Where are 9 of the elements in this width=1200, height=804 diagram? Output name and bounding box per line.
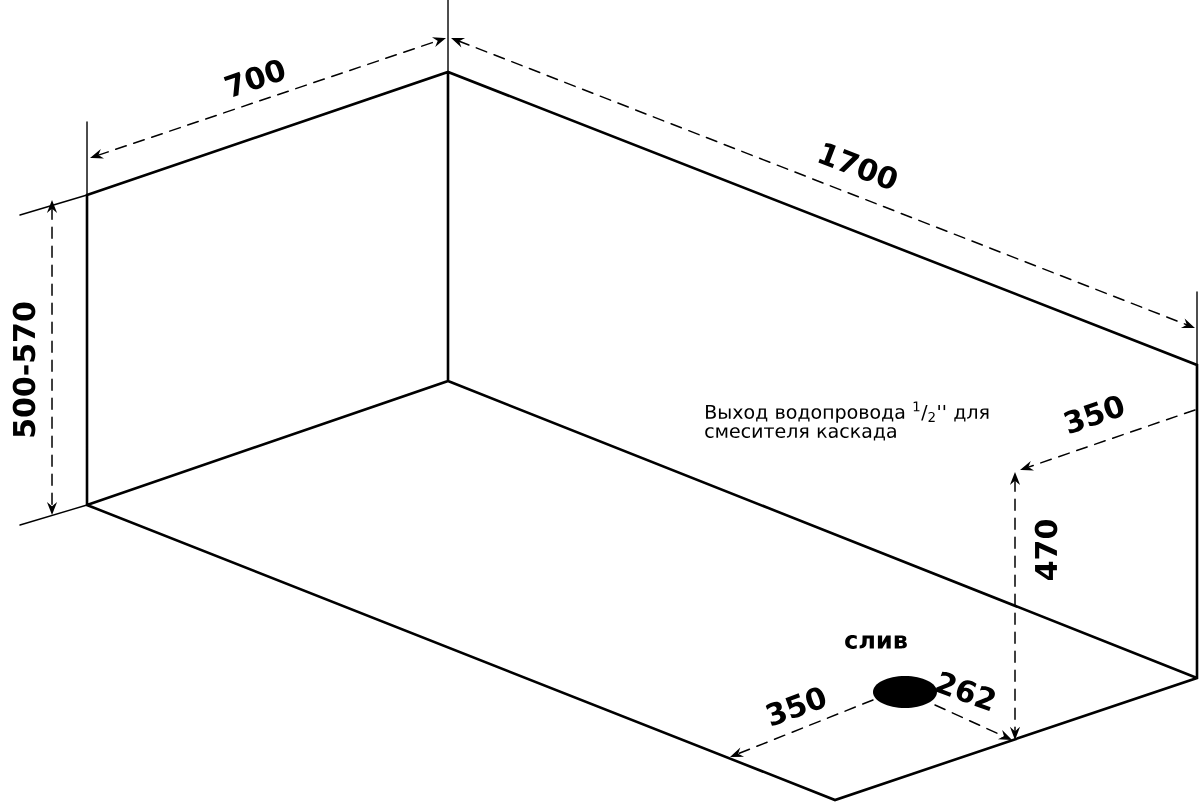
- drain-label: слив: [845, 635, 907, 649]
- dimension-value: 350: [1063, 395, 1124, 434]
- outlet-note: Выход водопровода $^{1}$/$_{2}$'' для смесителя каскада: [705, 401, 989, 441]
- dimension-value: 350: [765, 687, 826, 726]
- dimension-value: 1700: [818, 143, 897, 189]
- dimension-value: 700: [223, 59, 285, 98]
- dimension-value: 470: [1034, 520, 1058, 580]
- dimension-value: 500-570: [12, 302, 36, 437]
- dimension-value: 262: [935, 671, 995, 712]
